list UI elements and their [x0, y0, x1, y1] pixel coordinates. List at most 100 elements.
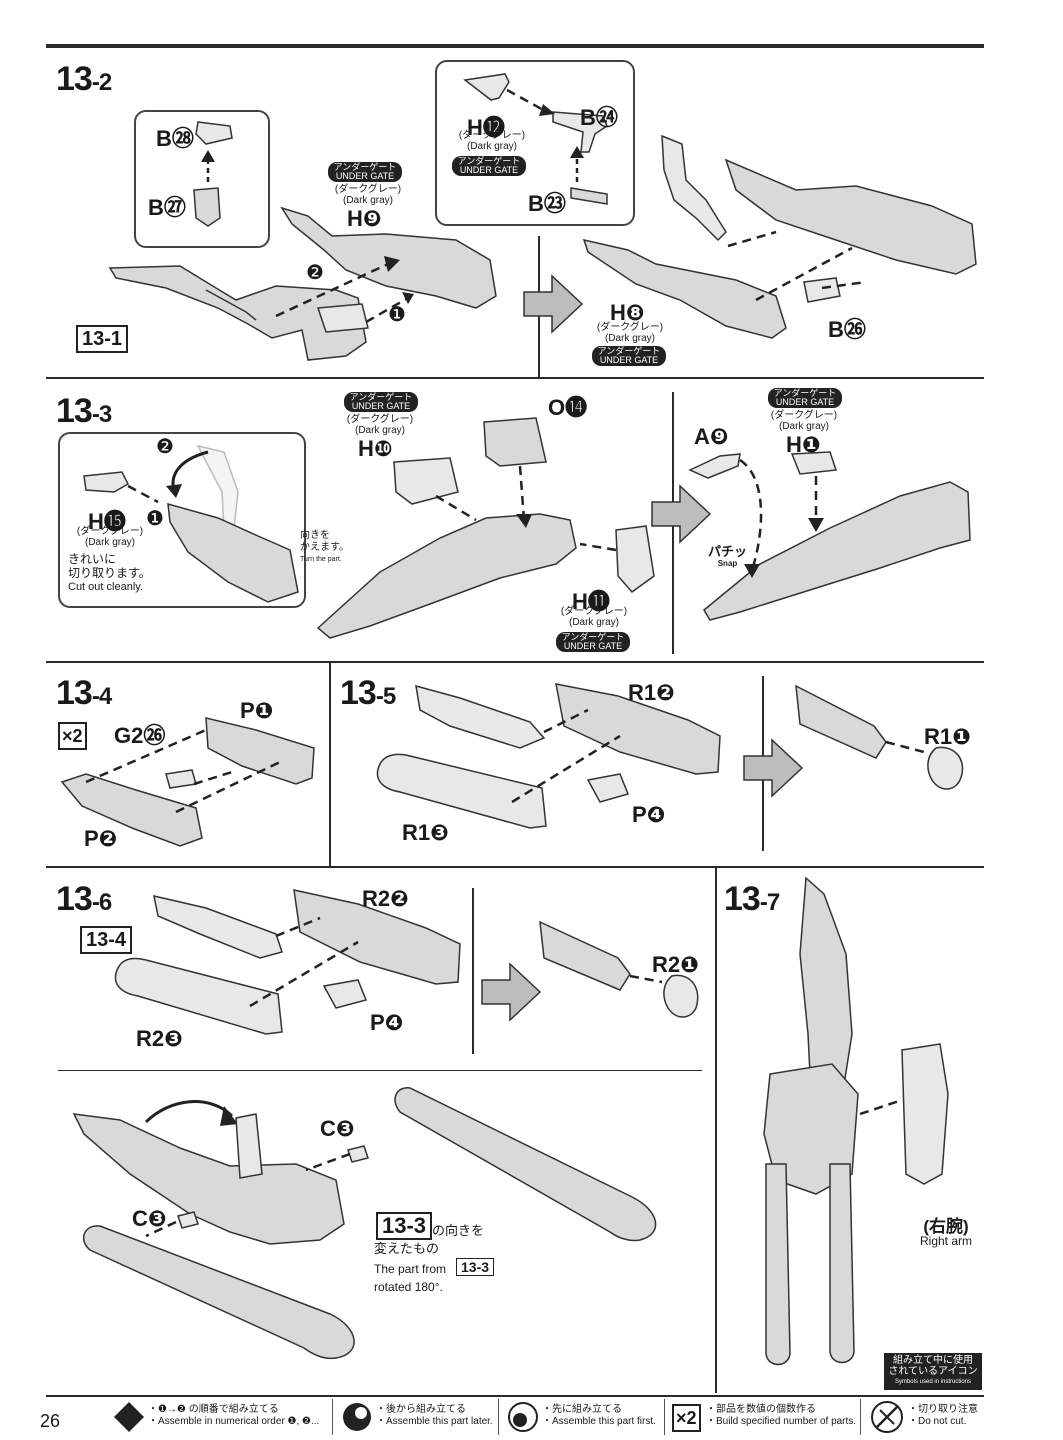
- part-h1: [790, 451, 838, 475]
- part-c3-upper: [347, 1145, 369, 1163]
- step-13-7-drawing: [763, 876, 949, 1366]
- note-cut-cleanly: きれいに切り取ります。Cut out cleanly.: [68, 552, 151, 593]
- label-b23: B㉓: [528, 191, 566, 216]
- legend-icon-order: [114, 1402, 144, 1432]
- inset-h12-drawing: [463, 73, 608, 205]
- order-badge-1-13-3: ❶: [146, 508, 164, 530]
- part-tube-upper: [394, 1087, 657, 1242]
- part-o14: [483, 417, 547, 467]
- note-rotated-jp: の向きを: [432, 1223, 485, 1238]
- part-main-body-13-6: [72, 1113, 345, 1245]
- legend-text-multiple: ・部品を数値の個数作る・Build specified number of pa…: [706, 1404, 857, 1427]
- part-g2-26-shape: [165, 769, 197, 789]
- label-h8: H❽: [610, 300, 645, 325]
- legend-cell-3: [498, 1399, 665, 1435]
- tag-h1-color: (ダークグレー)(Dark gray): [770, 410, 838, 432]
- note-turn-part: 向きをかえます。Turn the part.: [300, 530, 349, 563]
- legend-cell-2: [332, 1399, 499, 1435]
- part-small-rod-13-5: [415, 684, 546, 749]
- label-h10: H❿: [358, 436, 393, 461]
- step-13-5: 13-5: [340, 674, 396, 712]
- step-13-3-drawing: [316, 417, 971, 639]
- step-13-6-lower-drawing: [72, 1087, 657, 1360]
- page-number: 26: [40, 1411, 61, 1431]
- part-rod-13-6: [153, 895, 283, 959]
- legend-cell-4: [664, 1399, 861, 1435]
- part-r2-2-shape: [293, 889, 461, 985]
- part-small-block: [316, 303, 369, 333]
- ref-13-3-a: 13-3: [376, 1212, 433, 1240]
- legend-icon-first: [508, 1402, 538, 1432]
- label-r2-3: R2❸: [136, 1026, 183, 1051]
- step-13-3: 13-3: [56, 392, 112, 430]
- label-o14: O⓮: [548, 395, 588, 420]
- legend-text-do-not-cut: ・切り取り注意・Do not cut.: [908, 1404, 978, 1427]
- tag-h12-color: (ダークグレー)(Dark gray): [458, 130, 526, 152]
- label-h15: H⓯: [88, 509, 126, 534]
- inset-b27-b28-drawing: [193, 121, 233, 227]
- part-p4-13-5: [586, 773, 630, 803]
- inset-h15-drawing: [83, 444, 299, 603]
- legend-text-order: ・❶→❷ の順番で組み立てる・Assemble in numerical ord…: [148, 1404, 320, 1427]
- divider-13-6-lower: [58, 1070, 702, 1071]
- tag-h8-color: (ダークグレー)(Dark gray): [596, 322, 664, 344]
- label-p1: P❶: [240, 698, 274, 723]
- part-h10: [393, 457, 459, 505]
- legend-icon-do-not-cut: [871, 1401, 903, 1433]
- part-p2-shape: [60, 773, 203, 847]
- step-13-4: 13-4: [56, 674, 112, 712]
- tag-h15-color: (ダークグレー)(Dark gray): [76, 526, 144, 548]
- label-c3-lower: C❸: [132, 1206, 167, 1231]
- part-h8: [582, 238, 787, 339]
- divider-13-2-13-3: [46, 377, 984, 379]
- label-c3-upper: C❸: [320, 1116, 355, 1141]
- part-h12-shape: [463, 73, 510, 101]
- divider-13-4-13-5: [329, 661, 331, 866]
- legend-icon-later: [343, 1403, 371, 1431]
- order-badge-1: ❶: [388, 304, 406, 326]
- label-p4-13-5: P❹: [632, 802, 666, 827]
- part-r1-2-shape: [555, 683, 721, 775]
- tag-h9-color: (ダークグレー)(Dark gray): [334, 184, 402, 206]
- part-b27-shape: [193, 187, 221, 227]
- label-r1-2: R1❷: [628, 680, 675, 705]
- label-r2-2: R2❷: [362, 886, 409, 911]
- part-a9: [688, 453, 741, 479]
- label-h11: H⓫: [572, 589, 610, 614]
- step-13-5-drawing: [376, 683, 964, 829]
- step-13-4-drawing: [60, 717, 315, 847]
- divider-13-3-13-4: [46, 661, 984, 663]
- part-13-1-arm: [108, 265, 367, 361]
- label-r1-1: R1❶: [924, 724, 971, 749]
- big-arrow-13-6: [481, 962, 542, 1022]
- order-badge-2: ❷: [306, 262, 324, 284]
- part-b26: [803, 277, 841, 303]
- part-main-body-13-3: [316, 513, 577, 639]
- part-r1-1-shape: [927, 746, 964, 790]
- note-rotated-en1: The part from: [374, 1262, 447, 1276]
- note-rotated-en2: rotated 180°.: [374, 1280, 443, 1294]
- legend-icon-x2: ×2: [672, 1404, 701, 1432]
- legend-cell-1: [110, 1399, 333, 1435]
- part-p4-13-6: [322, 979, 368, 1009]
- part-tube-left: [765, 1163, 791, 1366]
- label-right-arm: (右腕)Right arm: [920, 1217, 973, 1248]
- part-tube-right: [829, 1163, 855, 1364]
- label-h1: H❶: [786, 432, 821, 457]
- part-b23-shape: [570, 187, 608, 205]
- part-h12-piece: [661, 134, 727, 242]
- tag-h10-color: (ダークグレー)(Dark gray): [346, 414, 414, 436]
- part-r2-tube: [539, 920, 631, 991]
- top-rule: [46, 44, 984, 48]
- big-arrow-13-5: [743, 738, 804, 798]
- bottom-rule: [46, 1395, 984, 1397]
- part-right-arm: [901, 1043, 949, 1185]
- divider-13-5-13-6: [46, 866, 984, 868]
- label-h12: H⓬: [467, 115, 505, 140]
